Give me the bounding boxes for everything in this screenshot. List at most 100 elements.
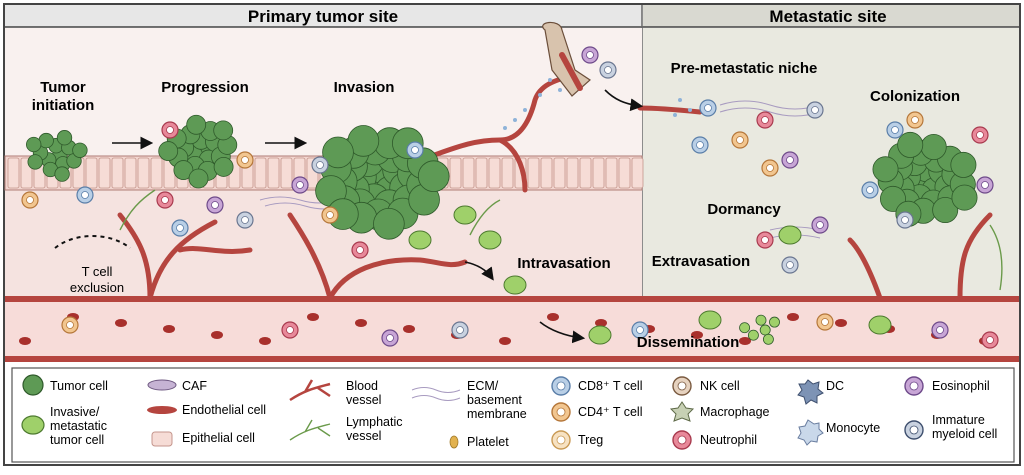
immune-cell-nucleus [166, 126, 174, 134]
immune-cell-nucleus [891, 126, 899, 134]
vesicle-dot [513, 118, 517, 122]
epithelial-cell [254, 157, 267, 189]
red-blood-cell [547, 313, 559, 321]
immune-cell-nucleus [866, 186, 874, 194]
legend-box [11, 367, 1015, 463]
immune-cell-nucleus [986, 336, 994, 344]
legend-ecm-3: membrane [467, 407, 527, 421]
legend-neutrophil: Neutrophil [700, 433, 757, 447]
legend-cd8: CD8⁺ T cell [578, 379, 643, 393]
epithelial-cell [553, 157, 566, 189]
tumor-cell [769, 316, 780, 328]
immune-cell-nucleus [286, 326, 294, 334]
immune-cell-nucleus [241, 216, 249, 224]
stage-label-colonization: Colonization [870, 88, 960, 105]
tumor-cell [158, 141, 179, 162]
immune-cell-nucleus [586, 51, 594, 59]
immune-cell-nucleus [66, 321, 74, 329]
legend-endothelial: Endothelial cell [182, 403, 266, 417]
epithelial-cell [449, 157, 462, 189]
metastatic-header-bar [643, 5, 1019, 27]
legend-endothelial-icon [147, 406, 177, 414]
legend-immature-myeloid-icon-core [909, 425, 919, 435]
epithelial-cell [98, 157, 111, 189]
legend-lymphatic-icon [289, 419, 331, 441]
epithelial-cell [124, 157, 137, 189]
immune-cell-nucleus [981, 181, 989, 189]
legend-nk-icon-core [677, 381, 687, 391]
stage-label-initiation-2: initiation [32, 97, 95, 114]
tumor-cell [72, 142, 88, 158]
invasive-tumor-cell [588, 325, 612, 345]
legend-epithelial-icon [151, 431, 173, 447]
epithelial-cell [111, 157, 124, 189]
legend-tumor-cell: Tumor cell [50, 379, 108, 393]
epithelial-cell [527, 157, 540, 189]
tumor-cell [373, 208, 405, 240]
red-blood-cell [595, 319, 607, 327]
epithelial-cell [592, 157, 605, 189]
red-blood-cell [787, 313, 799, 321]
vessel-wall-top [5, 296, 1019, 302]
invasive-tumor-cell [503, 275, 527, 295]
immune-cell-nucleus [821, 318, 829, 326]
stage-label-intravasation: Intravasation [517, 255, 610, 272]
red-blood-cell [259, 337, 271, 345]
invasive-tumor-cell [408, 230, 432, 250]
red-blood-cell [307, 313, 319, 321]
stage-label-initiation-1: Tumor [40, 79, 86, 96]
epithelial-cell [605, 157, 618, 189]
immune-cell-nucleus [411, 146, 419, 154]
legend-lymph-2: vessel [346, 429, 381, 443]
tumor-cell [27, 154, 43, 170]
primary-site-header: Primary tumor site [248, 7, 398, 26]
epithelial-cell [475, 157, 488, 189]
legend-ecm-2: basement [467, 393, 522, 407]
immune-cell-nucleus [786, 261, 794, 269]
immune-cell-nucleus [386, 334, 394, 342]
epithelial-cell [579, 157, 592, 189]
tumor-cell [322, 136, 354, 169]
tumor-cell [173, 160, 194, 181]
legend-treg: Treg [578, 433, 603, 447]
legend-monocyte-icon [797, 419, 824, 446]
primary-upper-area [5, 28, 642, 156]
tumor-cell [951, 184, 978, 211]
tumor-invasion-mass [315, 125, 450, 240]
tumor-cell [950, 151, 977, 178]
epithelial-cell [85, 157, 98, 189]
tumor-cell [747, 329, 759, 341]
immune-cell-nucleus [356, 246, 364, 254]
vesicle-dot [503, 126, 507, 130]
blood-vessel-lumen [5, 298, 1019, 360]
exclusion-label-2: exclusion [70, 280, 124, 295]
legend-blood-1: Blood [346, 379, 378, 393]
legend-epithelial: Epithelial cell [182, 431, 255, 445]
legend-invasive-1: Invasive/ [50, 405, 100, 419]
stage-label-premetastatic-niche: Pre-metastatic niche [671, 60, 818, 77]
immune-cell-nucleus [761, 236, 769, 244]
invasive-tumor-cell [478, 230, 502, 250]
tumor-colonization-mass [872, 131, 978, 227]
epithelial-cell [631, 157, 644, 189]
legend-blood-vessel-icon [289, 379, 331, 402]
invasive-tumor-cell [453, 205, 477, 225]
legend-dc-icon [797, 379, 824, 405]
tumor-cell [213, 156, 234, 177]
epithelial-cell [7, 157, 20, 189]
immune-cell-nucleus [696, 141, 704, 149]
tumor-cell [897, 131, 924, 158]
immune-cell-nucleus [736, 136, 744, 144]
legend-caf: CAF [182, 379, 207, 393]
immune-cell-nucleus [761, 116, 769, 124]
tumor-cell [755, 314, 767, 326]
tumor-cell [762, 333, 774, 345]
immune-cell-nucleus [786, 156, 794, 164]
immune-cell-nucleus [604, 66, 612, 74]
legend-macrophage-icon [669, 401, 695, 422]
red-blood-cell [835, 319, 847, 327]
legend-eosinophil: Eosinophil [932, 379, 990, 393]
legend-tumor-cell-icon [22, 374, 44, 396]
